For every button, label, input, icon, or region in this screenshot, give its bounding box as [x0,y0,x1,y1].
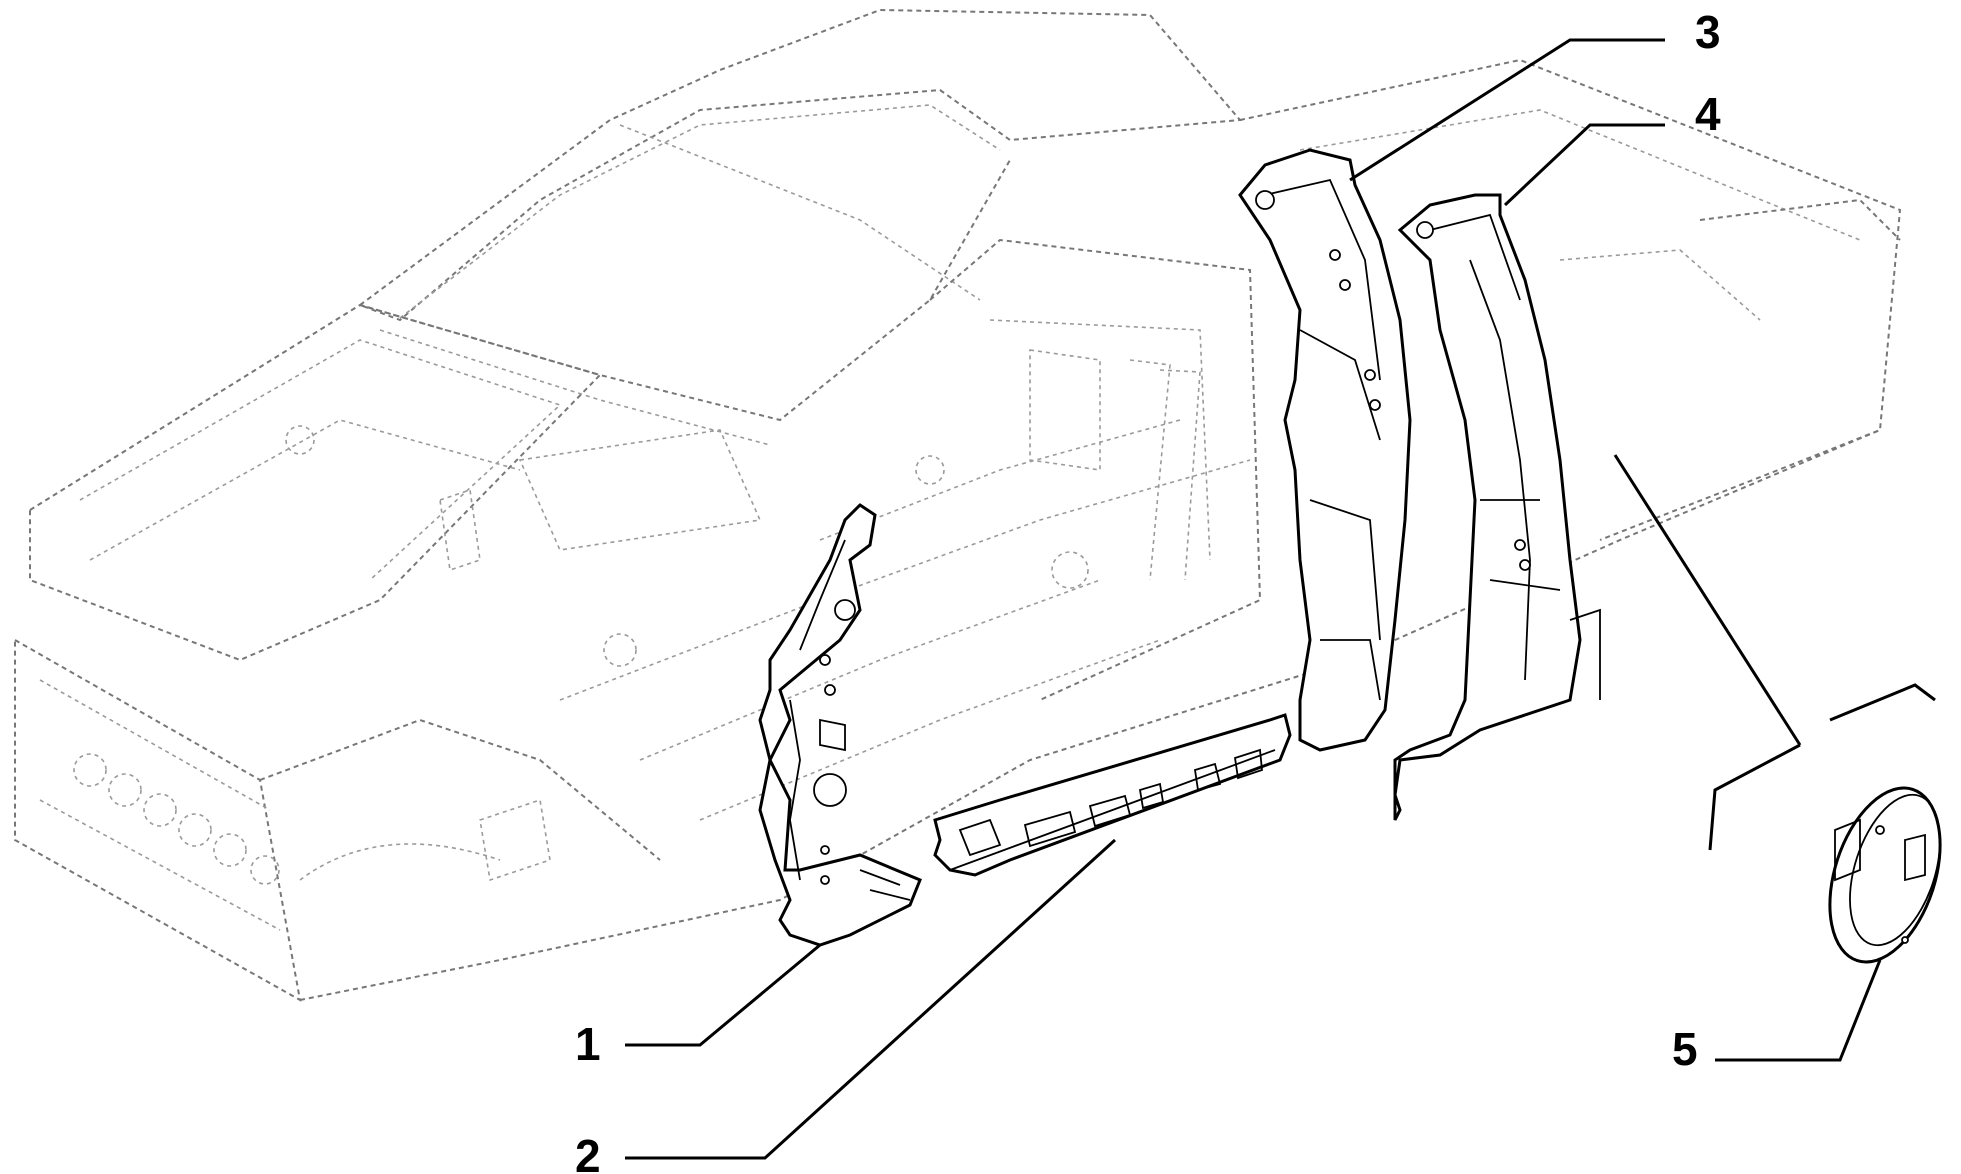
part-5-circular-plate [1613,454,1942,964]
callout-5: 5 [1672,1023,1698,1075]
leader-lines [625,38,1882,1160]
part-3-b-pillar-outer [1238,148,1412,752]
part-2-sill-panel [933,713,1292,877]
leader-5 [1715,959,1882,1062]
callout-3: 3 [1695,6,1721,58]
leader-4 [1503,123,1665,207]
callout-labels: 1 2 3 4 5 [575,6,1721,1174]
callout-4: 4 [1695,88,1721,140]
callout-1: 1 [575,1018,601,1070]
leader-2 [625,838,1117,1160]
part-4-b-pillar-inner [1393,193,1601,821]
car-body-ghost-outline [14,8,1902,1002]
callout-2: 2 [575,1130,601,1174]
part-1-a-pillar-reinforcement [758,503,922,947]
leader-1 [625,943,821,1047]
leader-3 [1349,38,1665,182]
